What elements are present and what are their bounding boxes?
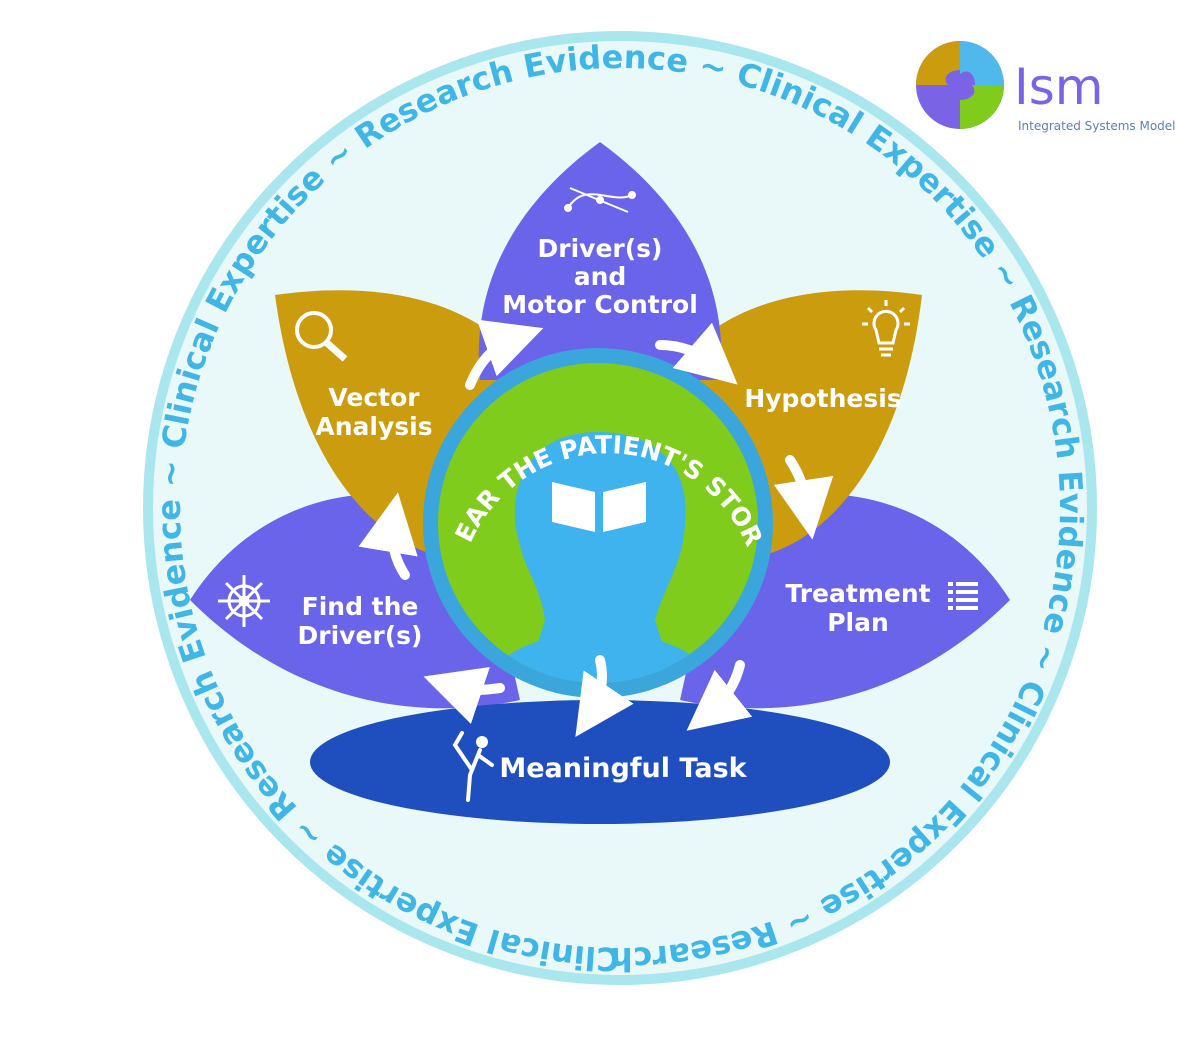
label-upper-left: Vector Analysis: [315, 383, 432, 441]
meaningful-task-ellipse: [310, 700, 890, 824]
label-lower-right: Treatment Plan: [785, 579, 930, 637]
bezier-curve-icon: [564, 187, 636, 213]
arrow-plan-to-task: [686, 660, 753, 731]
label-upper-right: Hypothesis: [744, 384, 901, 413]
arrow-hypothesis-to-plan: [773, 455, 834, 540]
label-top-line-1: Driver(s): [538, 234, 663, 263]
label-upper-left-line-2: Analysis: [315, 412, 432, 441]
arrow-task-to-find: [423, 667, 505, 724]
arrow-find-to-vector: [358, 492, 418, 580]
magnifier-icon: [295, 311, 348, 362]
label-lower-right-line-2: Plan: [827, 608, 889, 637]
label-lower-left-line-2: Driver(s): [298, 621, 423, 650]
arrow-drivers-to-hypothesis: [655, 322, 738, 385]
puzzle-globe-icon: [916, 41, 1004, 129]
label-lower-left: Find the Driver(s): [298, 592, 423, 650]
list-icon: [948, 582, 978, 610]
open-book-icon: [552, 482, 646, 534]
label-top-line-2: and: [574, 262, 627, 291]
label-upper-left-line-1: Vector: [328, 383, 420, 412]
flow-arrows: [358, 319, 834, 737]
yoga-pose-icon: [452, 731, 494, 802]
label-upper-right-line-1: Hypothesis: [744, 384, 901, 413]
label-task: Meaningful Task: [499, 753, 747, 784]
logo-name: Ism: [1014, 58, 1104, 116]
arrow-vector-to-drivers: [465, 319, 544, 390]
label-lower-left-line-1: Find the: [302, 592, 419, 621]
label-top-line-3: Motor Control: [502, 290, 698, 319]
arrow-core-to-task: [575, 655, 634, 737]
ism-logo: Ism Integrated Systems Model: [916, 41, 1176, 133]
logo-subtitle: Integrated Systems Model: [1018, 119, 1176, 133]
label-top: Driver(s) and Motor Control: [502, 234, 698, 319]
ship-wheel-icon: [218, 575, 270, 627]
label-lower-right-line-1: Treatment: [785, 579, 930, 608]
lightbulb-icon: [862, 300, 910, 357]
